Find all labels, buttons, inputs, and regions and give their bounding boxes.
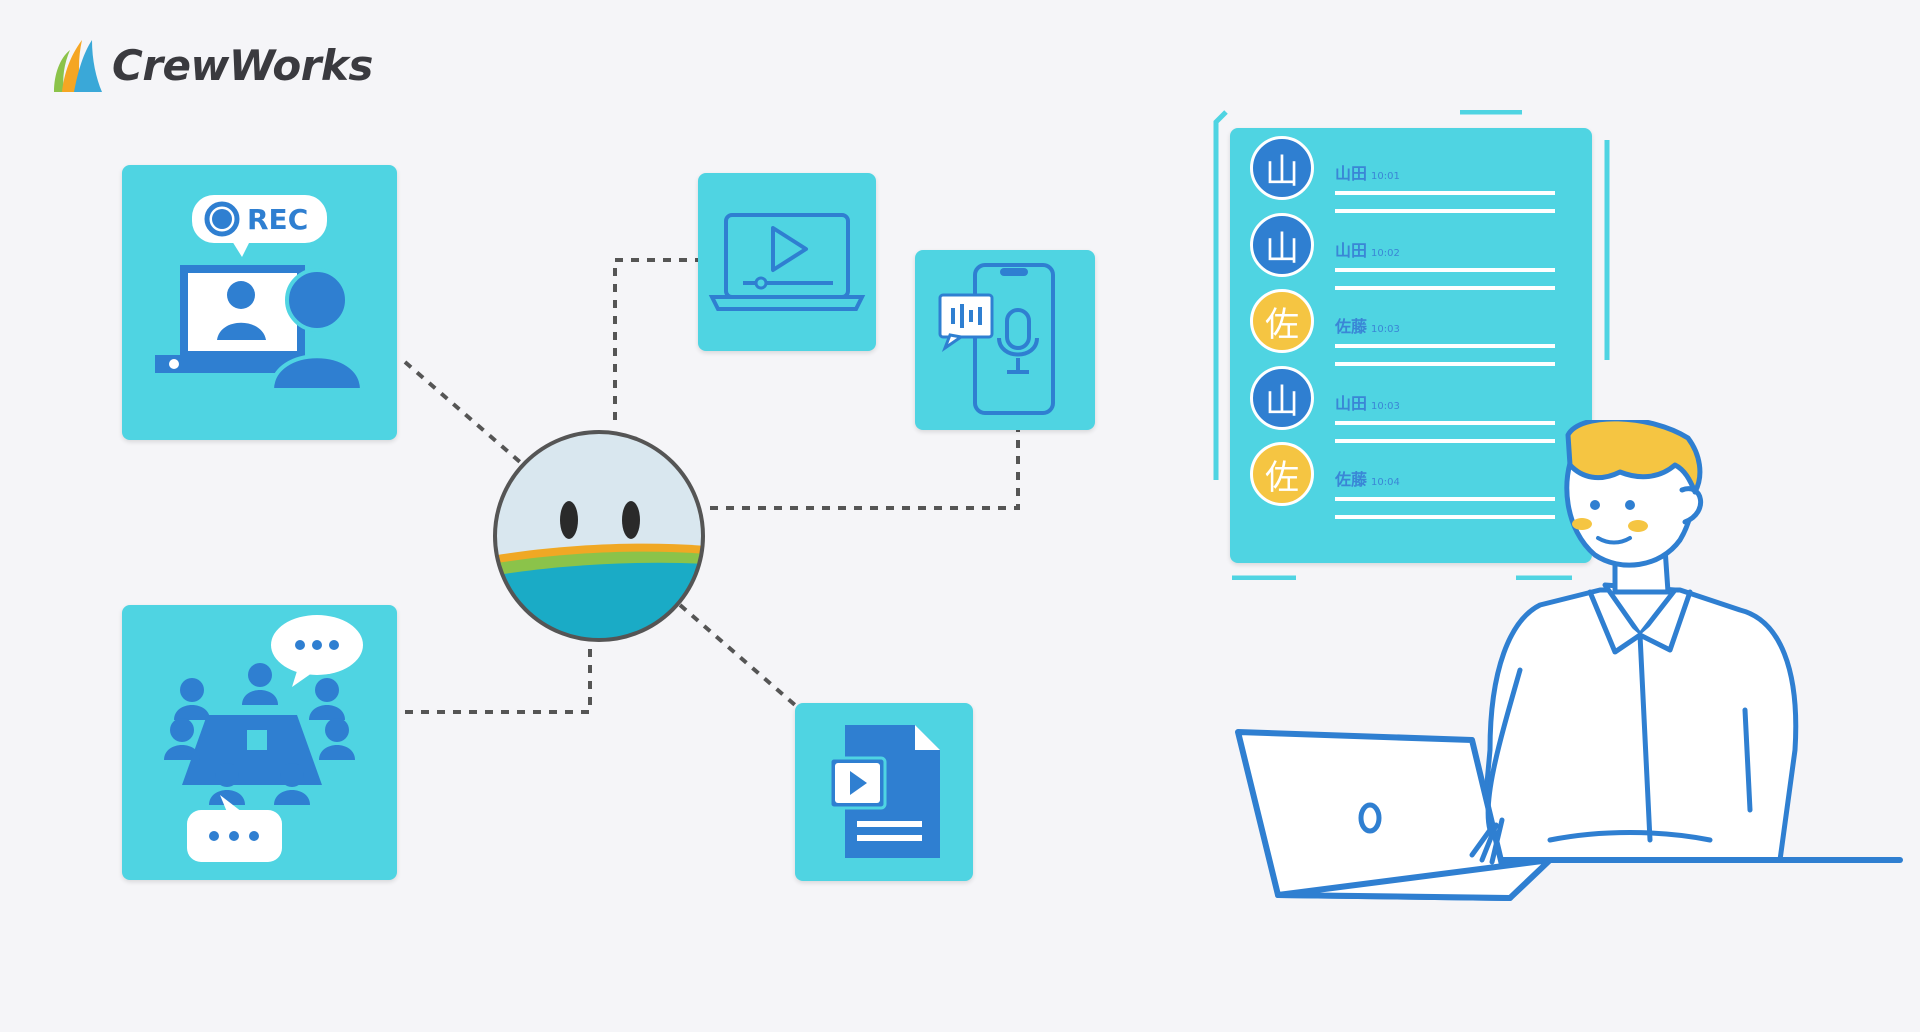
transcript-frame-decoration — [1213, 110, 1610, 580]
connector-mobile — [710, 425, 1020, 510]
video-call-recording-icon — [155, 195, 365, 392]
hair — [1565, 420, 1703, 495]
voice-input-tile — [915, 250, 1095, 430]
speaker-name: 佐藤 — [1335, 317, 1368, 336]
rec-badge: REC — [247, 203, 309, 236]
transcript-lines — [1335, 191, 1555, 519]
transcript-avatar: 佐 — [1250, 442, 1314, 506]
recording-tile: REC — [122, 165, 397, 440]
video-document-icon — [828, 725, 940, 858]
speaker-time: 10:02 — [1371, 248, 1400, 259]
connector-video — [613, 258, 698, 420]
speaker-time: 10:01 — [1371, 171, 1400, 182]
video-playback-tile — [698, 173, 876, 351]
meeting-tile — [122, 605, 397, 880]
speaker-name: 山田 — [1335, 241, 1368, 260]
mascot-hub-icon[interactable] — [491, 428, 707, 644]
speaker-name: 佐藤 — [1335, 470, 1368, 489]
meeting-people-icon — [164, 615, 363, 862]
speaker-name: 山田 — [1335, 394, 1368, 413]
brand-name: CrewWorks — [112, 40, 373, 90]
person-with-laptop-illustration — [1235, 420, 1903, 901]
speaker-time: 10:04 — [1371, 477, 1400, 488]
phone-microphone-icon — [938, 263, 1055, 415]
laptop-play-icon — [708, 213, 866, 311]
transcript-avatar: 山 — [1250, 366, 1314, 430]
transcript-avatar: 佐 — [1250, 289, 1314, 353]
speaker-time: 10:03 — [1371, 324, 1400, 335]
transcript-avatar: 山 — [1250, 213, 1314, 277]
transcript-panel-frame — [1212, 110, 1612, 580]
crewworks-logo[interactable]: CrewWorks — [48, 30, 373, 100]
transcript-avatar: 山 — [1250, 136, 1314, 200]
logo-mark-icon — [54, 40, 102, 92]
speaker-time: 10:03 — [1371, 401, 1400, 412]
video-file-tile — [795, 703, 973, 881]
speaker-name: 山田 — [1335, 164, 1368, 183]
